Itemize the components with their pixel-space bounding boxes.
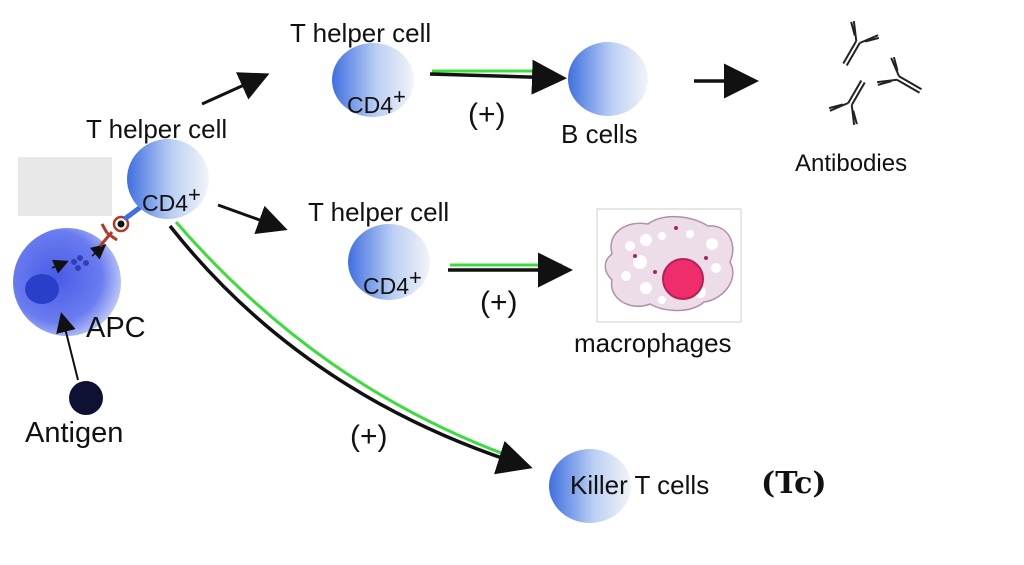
origin-t-helper-cell (127, 139, 209, 219)
b-cell-label: B cells (561, 119, 638, 149)
tc-abbreviation: (Tc) (761, 466, 827, 501)
macrophage-path-cd4-label: CD4+ (363, 265, 422, 299)
blank-label-box (18, 157, 112, 216)
macrophage-image (596, 208, 742, 323)
macrophages-label: macrophages (574, 328, 732, 358)
antigen-particle (69, 381, 103, 415)
b-path-helper-label: T helper cell (290, 18, 431, 48)
macrophage-path-helper-cell (348, 224, 430, 300)
b-path-cd4-label: CD4+ (347, 84, 406, 118)
macrophage-path-helper-label: T helper cell (308, 197, 449, 227)
killer-path-sign: (+) (350, 420, 388, 453)
killer-t-cell (549, 449, 631, 523)
killer-path-green-accent (174, 221, 521, 462)
apc-cell (13, 228, 121, 336)
arrow-to-b-path-helper (201, 72, 270, 106)
b-path-arrow (429, 59, 567, 95)
arrow-to-macrophage-path-helper (217, 203, 288, 234)
receptor-binding (98, 203, 145, 247)
origin-helper-label: T helper cell (86, 114, 227, 144)
antibodies-icon (828, 21, 923, 125)
b-path-sign: (+) (468, 98, 506, 131)
macrophage-path-sign: (+) (480, 286, 518, 319)
antigen-arrow (56, 312, 79, 381)
b-cell (568, 42, 648, 116)
antibodies-label: Antibodies (795, 150, 907, 177)
origin-cd4-label: CD4+ (142, 182, 201, 216)
b-path-helper-cell (332, 43, 414, 117)
killer-t-cells-label: Killer T cells (570, 470, 709, 500)
killer-path-arrow (168, 224, 533, 475)
apc-label: APC (86, 312, 146, 344)
antigen-label: Antigen (25, 417, 123, 449)
